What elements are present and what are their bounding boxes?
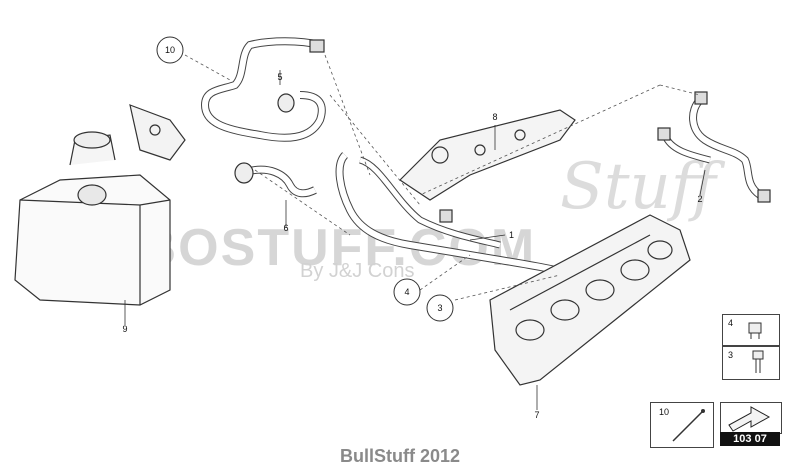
bracket-part-8 — [399, 109, 576, 201]
legend-label-10: 10 — [659, 407, 670, 417]
callout-label-4: 4 — [404, 287, 409, 297]
callout-circle-4 — [393, 278, 421, 306]
callout-circle-10 — [156, 36, 184, 64]
page-reference-box — [720, 402, 782, 434]
callout-label-6: 6 — [283, 223, 288, 233]
callout-label-1: 1 — [509, 230, 514, 240]
callout-label-3: 3 — [437, 303, 442, 313]
clamp-icon — [672, 409, 705, 442]
hose-part-5 — [200, 37, 326, 142]
legend-hose-box: 10 — [650, 402, 714, 448]
callout-label-9: 9 — [122, 324, 127, 334]
legend-clip-box: 4 — [722, 314, 780, 346]
page-code: 103 07 — [720, 432, 780, 446]
callout-label-7: 7 — [534, 410, 539, 420]
cylinder-cover-part-7 — [489, 214, 691, 386]
next-page-arrow-icon — [728, 406, 771, 432]
callout-label-8: 8 — [492, 112, 497, 122]
hose-part-2 — [657, 91, 771, 203]
legend-label-3: 3 — [728, 350, 734, 360]
legend-label-4: 4 — [728, 318, 734, 328]
legend-bolt-box: 3 — [722, 346, 780, 380]
footer-credit: BullStuff 2012 — [339, 446, 461, 466]
hose-part-6 — [234, 162, 317, 198]
expansion-tank-part — [14, 104, 186, 306]
clip-icon — [748, 322, 762, 339]
callout-label-5: 5 — [277, 72, 282, 82]
callout-label-2: 2 — [697, 194, 702, 204]
callout-label-10: 10 — [165, 45, 175, 55]
callout-circle-3 — [426, 294, 454, 322]
hose-assembly-part-1 — [335, 152, 581, 281]
bolt-icon — [752, 350, 764, 373]
